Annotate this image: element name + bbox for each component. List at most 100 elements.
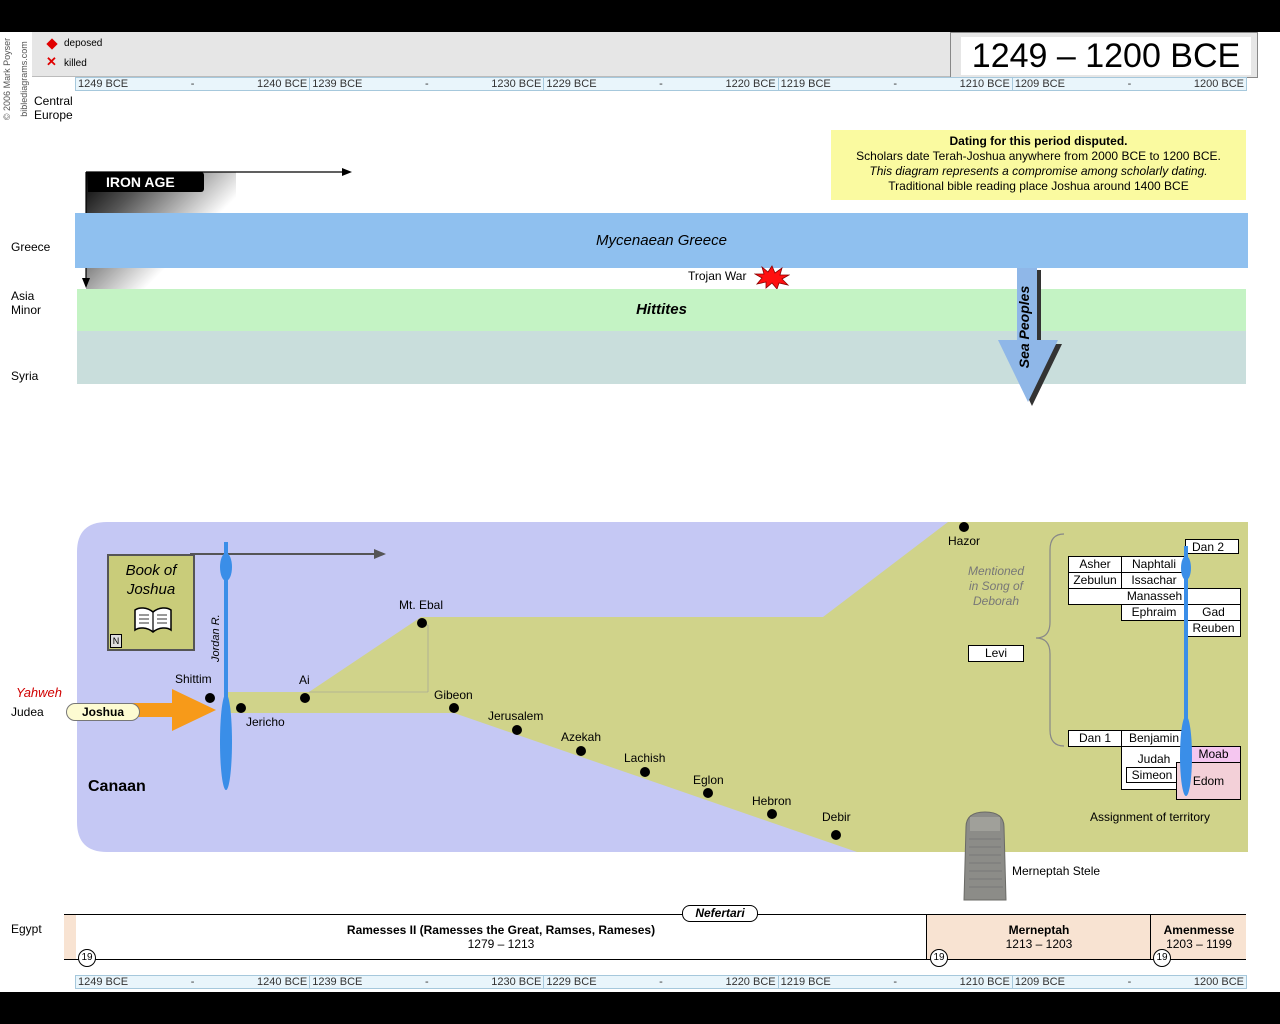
tribe-benjamin: Benjamin: [1121, 730, 1187, 747]
bottom-ruler: 1249 BCE-1240 BCE 1239 BCE-1230 BCE 1229…: [75, 975, 1248, 989]
ruler-segment: 1209 BCE-1200 BCE: [1012, 975, 1248, 989]
place-dot: [703, 788, 713, 798]
place-dot: [512, 725, 522, 735]
place-jericho: Jericho: [246, 715, 285, 729]
legend-deposed: deposed: [64, 38, 103, 49]
title-box: 1249 – 1200 BCE: [950, 32, 1258, 78]
place-dot: [236, 703, 246, 713]
pharaoh-amenmesse: Amenmesse 1203 – 1199: [1150, 915, 1247, 959]
jordan-river-label: Jordan R.: [210, 614, 222, 662]
region-greece: Greece: [11, 240, 51, 254]
tribe-zebulun: Zebulun: [1068, 572, 1122, 589]
open-book-icon: [134, 607, 172, 633]
place-dot: [417, 618, 427, 628]
stele-label: Merneptah Stele: [1012, 864, 1101, 878]
region-judea: Judea: [11, 705, 44, 719]
tribe-simeon: Simeon: [1126, 767, 1178, 783]
timeline-canvas: © 2006 Mark Poyser biblediagrams.com dep…: [0, 32, 1280, 992]
place-dot: [300, 693, 310, 703]
place-gibeon: Gibeon: [434, 688, 473, 702]
place-jerusalem: Jerusalem: [488, 709, 544, 723]
ruler-segment: 1219 BCE-1210 BCE: [778, 975, 1013, 989]
jordan-river-east: [1180, 546, 1192, 796]
ruler-segment: 1229 BCE-1220 BCE: [544, 975, 779, 989]
place-dot: [640, 767, 650, 777]
book-badge: N: [110, 634, 122, 648]
tribe-manasseh: Manasseh: [1068, 588, 1241, 605]
tribe-dan2: Dan 2: [1185, 539, 1239, 554]
tribe-asher: Asher: [1068, 556, 1122, 573]
iron-age-label: IRON AGE: [88, 172, 204, 192]
place-dot: [831, 830, 841, 840]
egypt-band: Ramesses II (Ramesses the Great, Ramses,…: [64, 914, 1247, 967]
place-hazor: Hazor: [948, 534, 981, 548]
joshua-arrow-line: [190, 549, 386, 559]
place-dot: [959, 522, 969, 532]
stele-image: [963, 811, 1007, 901]
ruler-segment: 1249 BCE-1240 BCE: [75, 77, 311, 91]
place-shittim: Shittim: [175, 672, 212, 686]
place-ai: Ai: [299, 673, 310, 687]
place-debir: Debir: [822, 810, 851, 824]
ruler-segment: 1209 BCE-1200 BCE: [1012, 77, 1248, 91]
credit-line2: biblediagrams.com: [18, 41, 29, 117]
ruler-segment: 1219 BCE-1210 BCE: [778, 77, 1013, 91]
page-title: 1249 – 1200 BCE: [961, 37, 1251, 75]
place-eglon: Eglon: [693, 773, 724, 787]
dynasty-badge: 19: [1153, 949, 1171, 967]
tribe-naphtali: Naphtali: [1121, 556, 1187, 573]
band-syria: [77, 331, 1246, 384]
ruler-segment: 1239 BCE-1230 BCE: [310, 77, 545, 91]
note-line3: Traditional bible reading place Joshua a…: [888, 179, 1189, 193]
tribe-judah: Judah: [1137, 752, 1171, 766]
place-dot: [576, 746, 586, 756]
top-ruler: 1249 BCE-1240 BCE 1239 BCE-1230 BCE 1229…: [75, 77, 1248, 91]
canaan-label: Canaan: [88, 778, 146, 795]
queen-nefertari: Nefertari: [682, 905, 758, 922]
legend-killed: killed: [64, 58, 87, 69]
place-dot: [205, 693, 215, 703]
deborah-brace: [1035, 533, 1065, 747]
note-line1: Scholars date Terah-Joshua anywhere from…: [856, 149, 1221, 163]
joshua-label: Joshua: [66, 703, 140, 721]
sea-peoples-label: Sea Peoples: [1016, 285, 1032, 369]
dynasty-badge: 19: [930, 949, 948, 967]
tribe-moab: Moab: [1186, 746, 1241, 763]
explosion-icon: [754, 265, 790, 289]
jordan-river: [220, 542, 232, 790]
assignment-label: Assignment of territory: [1090, 810, 1211, 824]
place-mt-ebal: Mt. Ebal: [399, 598, 444, 612]
ruler-segment: 1229 BCE-1220 BCE: [544, 77, 779, 91]
legend: deposed ✕ killed: [32, 32, 950, 77]
tribe-reuben: Reuben: [1186, 620, 1241, 637]
note-line2: This diagram represents a compromise amo…: [869, 164, 1208, 178]
region-syria: Syria: [11, 369, 39, 383]
tribe-dan1: Dan 1: [1068, 730, 1122, 747]
band-hittites: Hittites: [77, 289, 1246, 331]
pharaoh-ramesses-ii: Ramesses II (Ramesses the Great, Ramses,…: [76, 915, 926, 959]
red-x-icon: ✕: [46, 54, 57, 69]
place-dot: [449, 703, 459, 713]
band-mycenaean-greece: Mycenaean Greece: [75, 213, 1248, 268]
trojan-war-label: Trojan War: [688, 269, 747, 283]
tribe-issachar: Issachar: [1121, 572, 1187, 589]
sea-peoples-arrow: [998, 268, 1062, 406]
tribe-ephraim: Ephraim: [1121, 604, 1187, 621]
pharaoh-merneptah: Merneptah 1213 – 1203: [926, 915, 1151, 959]
place-dot: [767, 809, 777, 819]
place-hebron: Hebron: [752, 794, 792, 808]
ruler-segment: 1239 BCE-1230 BCE: [310, 975, 545, 989]
region-egypt: Egypt: [11, 922, 42, 936]
place-lachish: Lachish: [624, 751, 666, 765]
dynasty-badge: 19: [78, 949, 96, 967]
joshua-orange-arrow: [130, 689, 216, 731]
red-diamond-icon: [46, 38, 58, 50]
dating-note: Dating for this period disputed. Scholar…: [831, 130, 1246, 200]
credit-line1: © 2006 Mark Poyser: [2, 37, 13, 121]
tribe-levi: Levi: [968, 645, 1024, 662]
